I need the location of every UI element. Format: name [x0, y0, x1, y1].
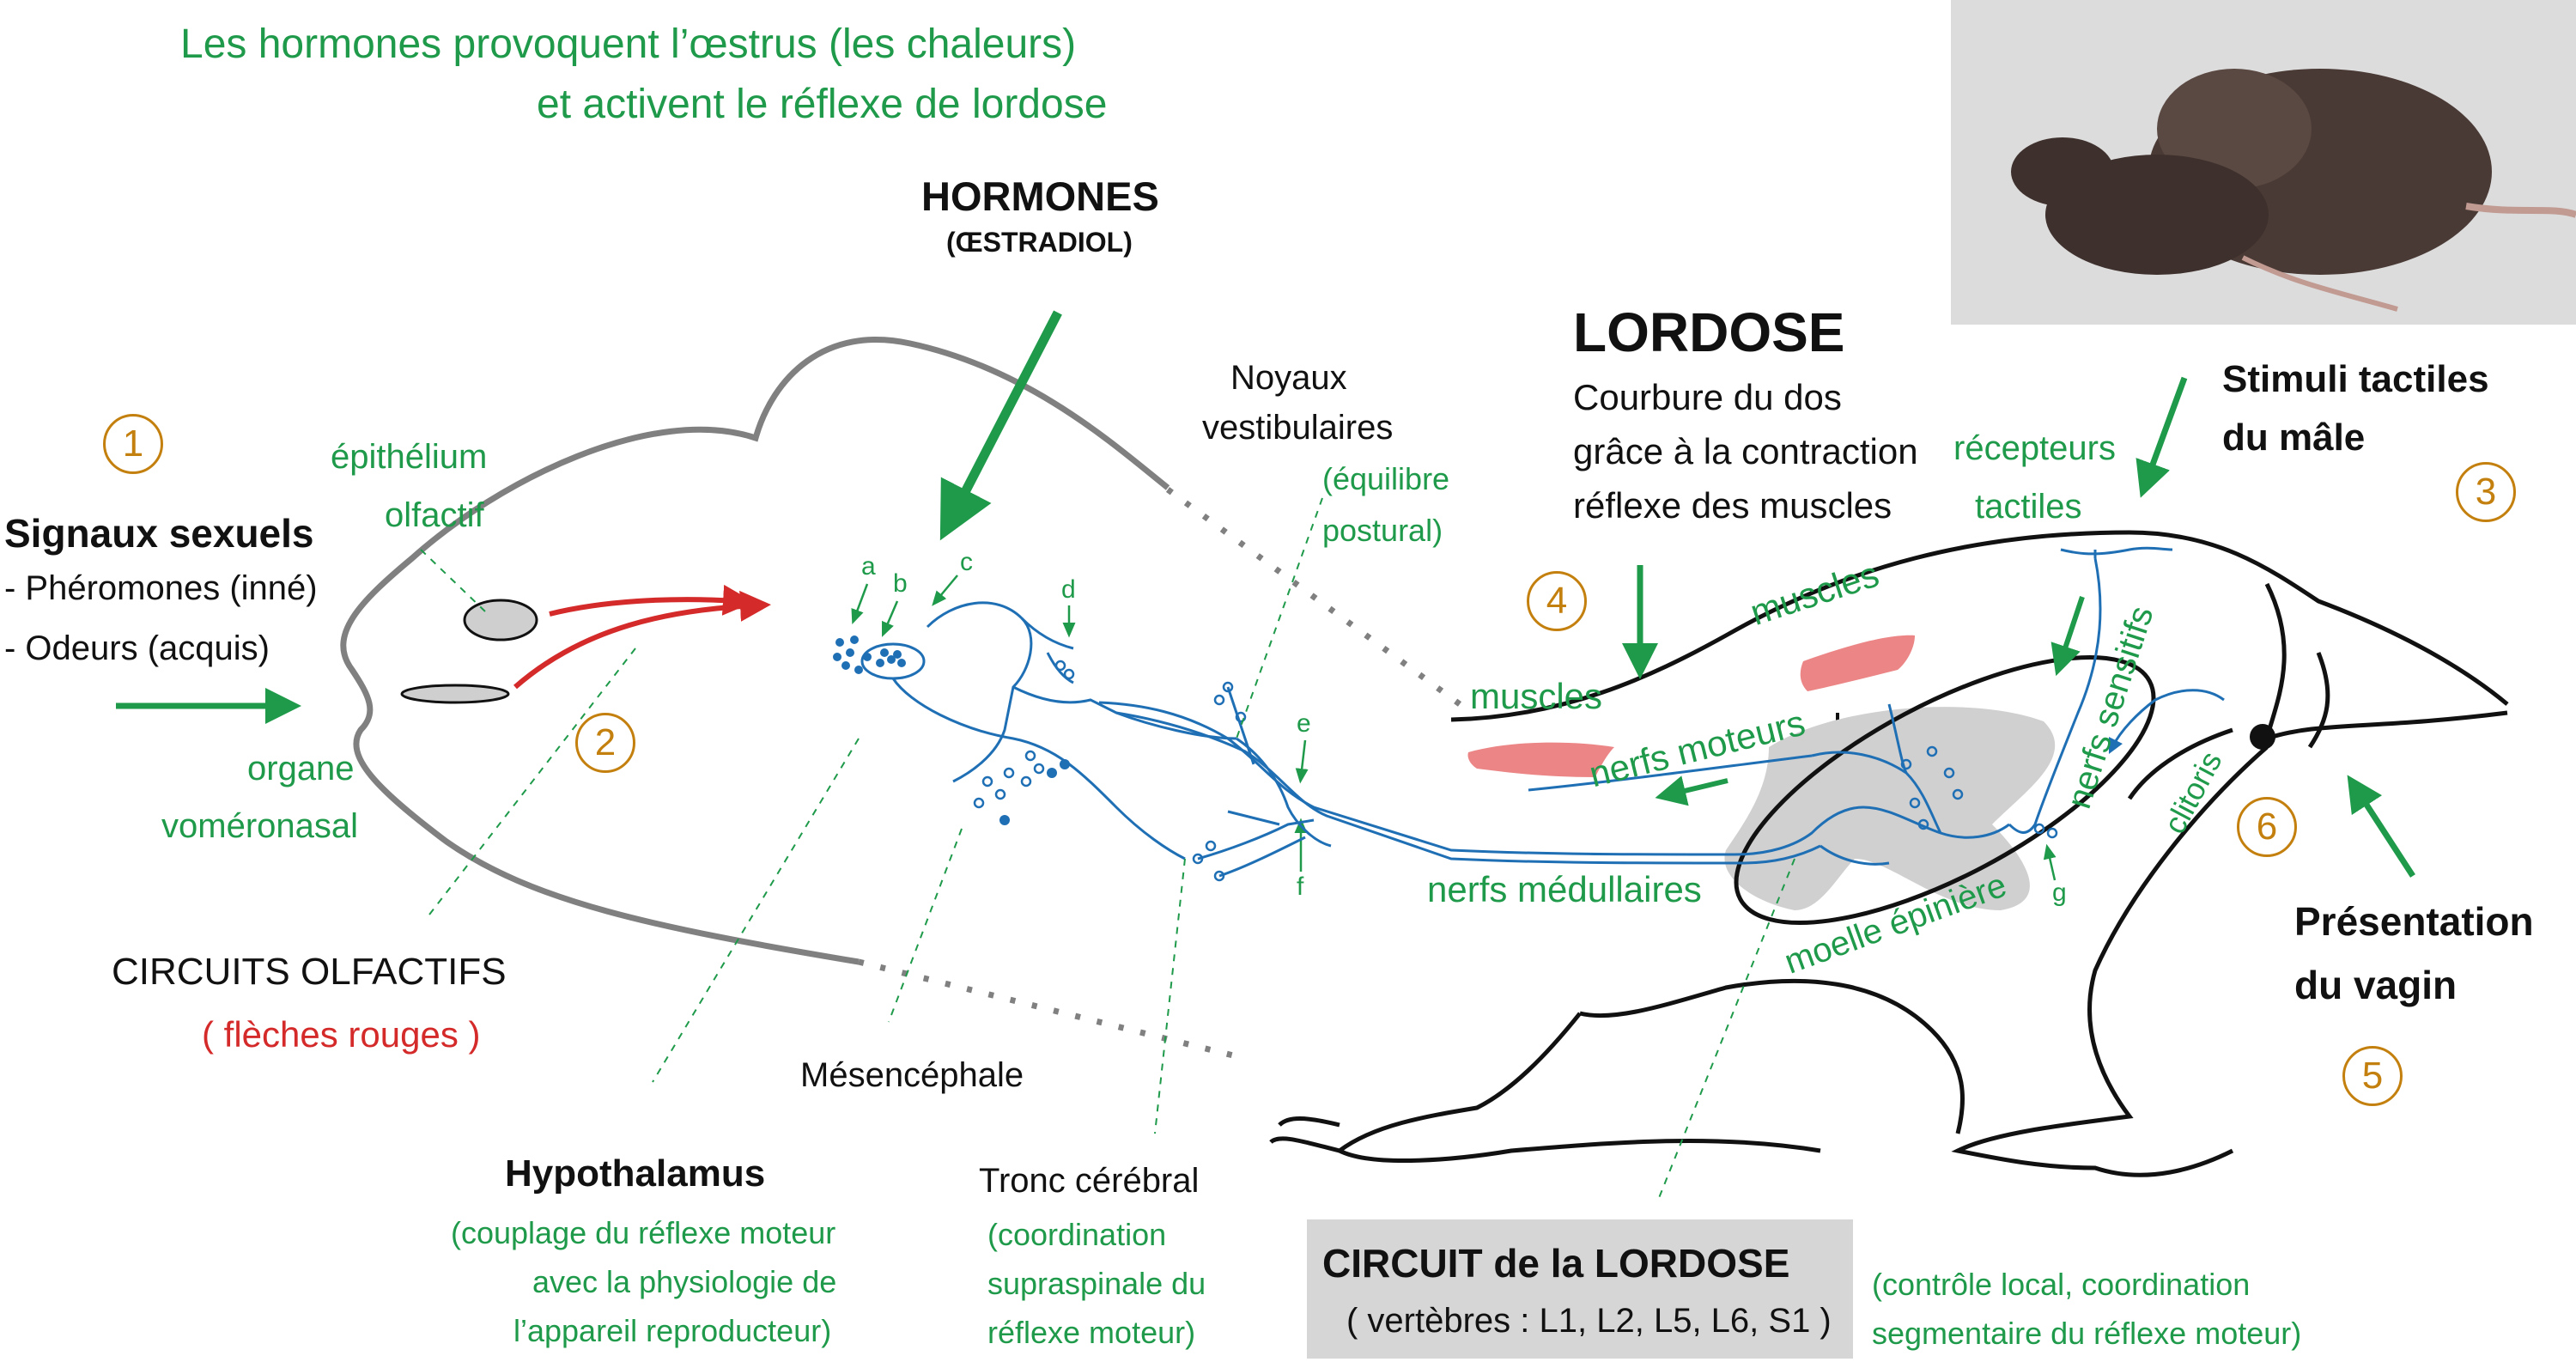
hormones-title: HORMONES — [921, 173, 1159, 219]
signaux-title: Signaux sexuels — [4, 511, 314, 556]
equilibre-label-2: postural) — [1322, 513, 1443, 548]
front-leg — [1335, 1012, 1821, 1164]
pointer-e — [1295, 739, 1309, 784]
letter-f: f — [1297, 873, 1304, 901]
olfactory-epithelium — [463, 599, 538, 641]
presentation-line-2: du vagin — [2294, 963, 2458, 1007]
pointer-b — [882, 600, 899, 637]
hormones-arrow — [939, 310, 1062, 541]
presentation-arrow — [2347, 775, 2415, 878]
olfactory-arrow-top — [549, 584, 754, 617]
step-5: 5 — [2342, 1046, 2403, 1106]
pointer-c — [932, 575, 958, 606]
hypothalamus-note-2: avec la physiologie de — [532, 1264, 837, 1299]
signaux-item-2: - Odeurs (acquis) — [4, 629, 270, 667]
hormones-subtitle: (ŒSTRADIOL) — [946, 227, 1133, 258]
stimuli-line-2: du mâle — [2222, 417, 2366, 459]
equilibre-label-1: (équilibre — [1322, 461, 1450, 496]
letter-b: b — [893, 569, 908, 598]
lordose-line-3: réflexe des muscles — [1573, 485, 1893, 526]
pointer-g — [2043, 843, 2057, 881]
step-2: 2 — [575, 713, 635, 773]
circuit-lordose-box — [1307, 1219, 1853, 1359]
hypothalamus-title: Hypothalamus — [505, 1152, 766, 1195]
lordose-line-2: grâce à la contraction — [1573, 431, 1918, 471]
stimuli-line-1: Stimuli tactiles — [2222, 358, 2489, 400]
recepteurs-label-1: récepteurs — [1953, 429, 2116, 467]
circuits-olfactifs-note: ( flèches rouges ) — [202, 1014, 481, 1055]
vomeronasal-organ — [400, 684, 510, 704]
rats-photo — [1951, 0, 2576, 325]
head-outline — [340, 337, 1170, 965]
recepteurs-label-2: tactiles — [1975, 488, 2082, 526]
tronc-note-2: supraspinale du — [987, 1266, 1206, 1301]
noyaux-label-2: vestibulaires — [1202, 409, 1394, 447]
headline-line-1: Les hormones provoquent l’œstrus (les ch… — [180, 21, 1077, 67]
presentation-line-1: Présentation — [2294, 899, 2534, 944]
front-paw — [1269, 1116, 1340, 1153]
hypothalamus-note-1: (couplage du réflexe moteur — [451, 1215, 836, 1250]
lordose-title: LORDOSE — [1573, 301, 1845, 363]
controle-line-2: segmentaire du réflexe moteur) — [1872, 1316, 2302, 1351]
epithelium-label-1: épithélium — [331, 438, 488, 476]
nerfs-moteurs-arrow — [1655, 775, 1728, 806]
spinal-cord-gray — [1724, 707, 2056, 910]
letter-g: g — [2052, 879, 2067, 907]
tail — [2263, 582, 2508, 742]
neural-circuit — [860, 546, 2225, 878]
organe-label-1: organe — [247, 750, 355, 787]
tronc-title: Tronc cérébral — [979, 1162, 1200, 1200]
body-back-outline — [1450, 530, 2509, 722]
step-4: 4 — [1527, 571, 1587, 631]
mesencephale-label: Mésencéphale — [800, 1056, 1024, 1094]
letter-e: e — [1297, 709, 1311, 738]
muscles-label-left: muscles — [1470, 676, 1603, 716]
tronc-note-3: réflexe moteur) — [987, 1315, 1196, 1350]
clitoris-dot — [2250, 724, 2275, 750]
hypothalamus-note-3: l’appareil reproducteur) — [513, 1313, 832, 1348]
belly — [1579, 978, 1965, 1134]
circuit-lordose-note: ( vertèbres : L1, L2, L5, L6, S1 ) — [1346, 1302, 1832, 1340]
organe-label-2: voméronasal — [161, 807, 359, 845]
circuit-small-rings — [973, 660, 2058, 882]
dotted-link-top — [1165, 487, 1462, 707]
lordose-line-1: Courbure du dos — [1573, 377, 1842, 417]
letter-a: a — [861, 552, 876, 581]
spinal-cord-ellipse — [1734, 655, 2156, 925]
rear-body — [2127, 727, 2233, 800]
rats-illustration — [2011, 69, 2576, 312]
noyaux-label-1: Noyaux — [1230, 359, 1347, 397]
nerfs-sensitifs-arrow — [2050, 596, 2085, 677]
headline-line-2: et activent le réflexe de lordose — [537, 82, 1108, 127]
letter-d: d — [1061, 575, 1076, 604]
epithelium-label-2: olfactif — [385, 496, 484, 534]
hind-leg — [1951, 745, 2269, 1177]
circuits-olfactifs-title: CIRCUITS OLFACTIFS — [112, 951, 507, 993]
controle-line-1: (contrôle local, coordination — [1872, 1267, 2251, 1302]
stimuli-arrow — [2136, 376, 2188, 498]
muscle-left — [1467, 742, 1614, 777]
step-3: 3 — [2456, 462, 2516, 522]
letter-c: c — [960, 548, 973, 576]
dotted-link-bottom — [858, 958, 1237, 1060]
hypothalamus-dots — [833, 635, 1070, 825]
pointer-a — [851, 583, 869, 625]
muscle-right — [1800, 635, 1915, 691]
leader-lines — [420, 497, 1795, 1203]
step-1: 1 — [103, 414, 163, 474]
olfactory-arrow-bottom — [513, 590, 771, 690]
step-6: 6 — [2237, 797, 2297, 857]
signaux-item-1: - Phéromones (inné) — [4, 569, 318, 607]
tronc-note-1: (coordination — [987, 1217, 1167, 1252]
tail-lower — [2307, 652, 2330, 749]
nerfs-medullaires-label: nerfs médullaires — [1427, 869, 1702, 909]
circuit-lordose-title: CIRCUIT de la LORDOSE — [1322, 1241, 1790, 1286]
